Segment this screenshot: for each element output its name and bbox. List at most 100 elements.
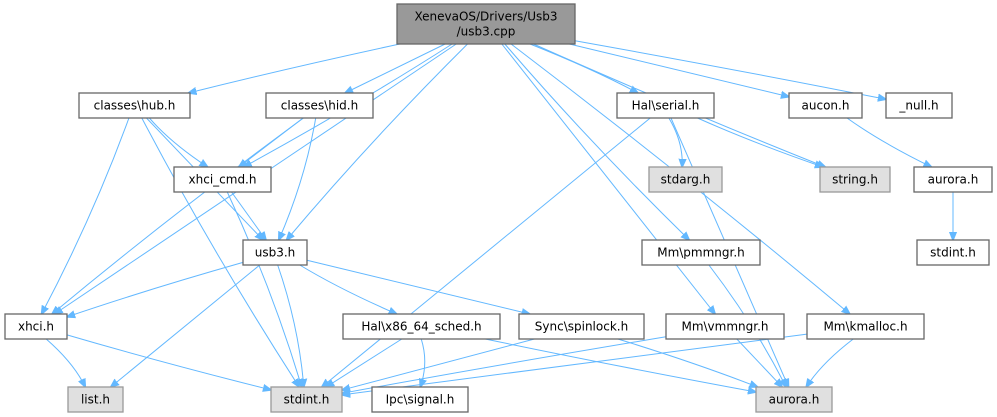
node-label-stdint: stdint.h: [284, 393, 330, 407]
edge-hid-to-usb3: [279, 117, 317, 240]
edge-usb3-to-list: [111, 264, 261, 387]
node-label-kmalloc: Mm\kmalloc.h: [823, 320, 907, 334]
edge-sched-to-aurora_ext: [485, 338, 756, 392]
node-box-xhci_cmd: [173, 166, 272, 193]
node-label-xhci_cmd: xhci_cmd.h: [189, 173, 257, 187]
node-box-spinlock: [518, 313, 645, 340]
edge-spinlock-to-stdint: [342, 338, 535, 390]
edge-usb3-to-sched: [299, 264, 397, 314]
node-box-aurora_int: [913, 166, 993, 193]
node-stdint[interactable]: stdint.h: [270, 386, 343, 413]
node-box-hub: [78, 92, 191, 119]
node-aucon[interactable]: aucon.h: [788, 92, 863, 119]
node-hid[interactable]: classes\hid.h: [265, 92, 374, 119]
node-box-list: [67, 386, 124, 413]
edge-serial-to-string: [697, 117, 823, 167]
node-label-xhci: xhci.h: [18, 320, 54, 334]
node-label-hub: classes\hub.h: [94, 99, 176, 113]
node-label-usb3: usb3.h: [255, 246, 296, 260]
edge-root-to-hid: [345, 43, 446, 93]
node-xhci_cmd[interactable]: xhci_cmd.h: [173, 166, 272, 193]
edge-usb3-to-spinlock: [306, 259, 530, 314]
node-label-root: XenevaOS/Drivers/Usb3: [414, 10, 557, 24]
node-box-aucon: [788, 92, 863, 119]
node-box-hid: [265, 92, 374, 119]
edge-kmalloc-to-stdint: [342, 333, 808, 395]
node-null[interactable]: _null.h: [885, 92, 953, 119]
edge-hid-to-xhci: [52, 117, 304, 314]
node-label-serial: Hal\serial.h: [632, 99, 700, 113]
edge-hub-to-xhci_cmd: [148, 117, 207, 167]
node-box-xhci: [4, 313, 68, 340]
node-serial[interactable]: Hal\serial.h: [616, 92, 715, 119]
edge-root-to-pmmngr: [504, 43, 689, 240]
node-box-pmmngr: [641, 239, 761, 266]
node-root: XenevaOS/Drivers/Usb3/usb3.cpp: [396, 3, 576, 45]
node-stdarg[interactable]: stdarg.h: [648, 166, 723, 193]
edge-xhci-to-stdint: [66, 334, 271, 390]
node-xhci[interactable]: xhci.h: [4, 313, 68, 340]
node-label-stdint2: stdint.h: [930, 246, 976, 260]
edge-root-to-serial: [529, 43, 638, 93]
node-signal[interactable]: Ipc\signal.h: [371, 386, 469, 413]
edge-vmmngr-to-aurora_ext: [736, 338, 782, 387]
node-label-vmmngr: Mm\vmmngr.h: [681, 320, 768, 334]
node-list[interactable]: list.h: [67, 386, 124, 413]
node-vmmngr[interactable]: Mm\vmmngr.h: [665, 313, 785, 340]
edge-aucon-to-aurora_int: [846, 117, 931, 167]
edge-xhci-to-list: [45, 338, 85, 387]
edge-xhci_cmd-to-stdint: [226, 191, 301, 387]
edge-root-to-usb3: [287, 43, 468, 240]
node-label-list: list.h: [81, 393, 110, 407]
node-aurora_ext[interactable]: aurora.h: [755, 386, 833, 413]
edge-usb3-to-xhci: [67, 261, 244, 316]
node-hub[interactable]: classes\hub.h: [78, 92, 191, 119]
node-stdint2[interactable]: stdint.h: [916, 239, 990, 266]
node-kmalloc[interactable]: Mm\kmalloc.h: [806, 313, 925, 340]
edge-serial-to-stdarg: [668, 117, 682, 167]
node-sched[interactable]: Hal\x86_64_sched.h: [342, 313, 501, 340]
node-label-aurora_ext: aurora.h: [769, 393, 820, 407]
edge-vmmngr-to-stdint: [342, 336, 667, 394]
node-box-kmalloc: [806, 313, 925, 340]
edge-root-to-hub: [188, 43, 400, 93]
node-label-pmmngr: Mm\pmmngr.h: [657, 246, 745, 260]
node-box-signal: [371, 386, 469, 413]
node-label-null: _null.h: [898, 99, 938, 113]
edge-serial-to-stdint: [322, 117, 651, 387]
node-aurora_int[interactable]: aurora.h: [913, 166, 993, 193]
node-label-aucon: aucon.h: [802, 99, 850, 113]
node-box-serial: [616, 92, 715, 119]
node-label-signal: Ipc\signal.h: [386, 393, 455, 407]
edge-root-to-aucon: [569, 43, 789, 97]
node-box-vmmngr: [665, 313, 785, 340]
edge-hub-to-xhci: [42, 117, 130, 314]
edge-spinlock-to-aurora_ext: [617, 338, 758, 387]
node-string[interactable]: string.h: [819, 166, 891, 193]
node-box-usb3: [242, 239, 308, 266]
node-spinlock[interactable]: Sync\spinlock.h: [518, 313, 645, 340]
node-pmmngr[interactable]: Mm\pmmngr.h: [641, 239, 761, 266]
node-label-sched: Hal\x86_64_sched.h: [361, 320, 481, 334]
node-usb3[interactable]: usb3.h: [242, 239, 308, 266]
node-label-string: string.h: [832, 173, 878, 187]
node-box-stdarg: [648, 166, 723, 193]
edge-usb3-to-stdint: [277, 264, 304, 387]
node-box-root: [396, 3, 576, 45]
edge-kmalloc-to-aurora_ext: [806, 338, 854, 387]
node-label-root: /usb3.cpp: [457, 25, 516, 39]
node-label-spinlock: Sync\spinlock.h: [535, 320, 628, 334]
edge-root-to-vmmngr: [501, 43, 715, 314]
node-label-hid: classes\hid.h: [281, 99, 358, 113]
edge-hub-to-stdint: [141, 117, 299, 387]
edge-root-to-null: [574, 40, 886, 100]
edge-sched-to-stdint: [326, 338, 403, 387]
node-box-sched: [342, 313, 501, 340]
edge-xhci_cmd-to-usb3: [231, 191, 266, 240]
edge-sched-to-signal: [420, 338, 425, 387]
node-box-string: [819, 166, 891, 193]
node-box-stdint2: [916, 239, 990, 266]
node-box-stdint: [270, 386, 343, 413]
nodes-layer: XenevaOS/Drivers/Usb3/usb3.cpp classes\hu…: [4, 3, 993, 413]
